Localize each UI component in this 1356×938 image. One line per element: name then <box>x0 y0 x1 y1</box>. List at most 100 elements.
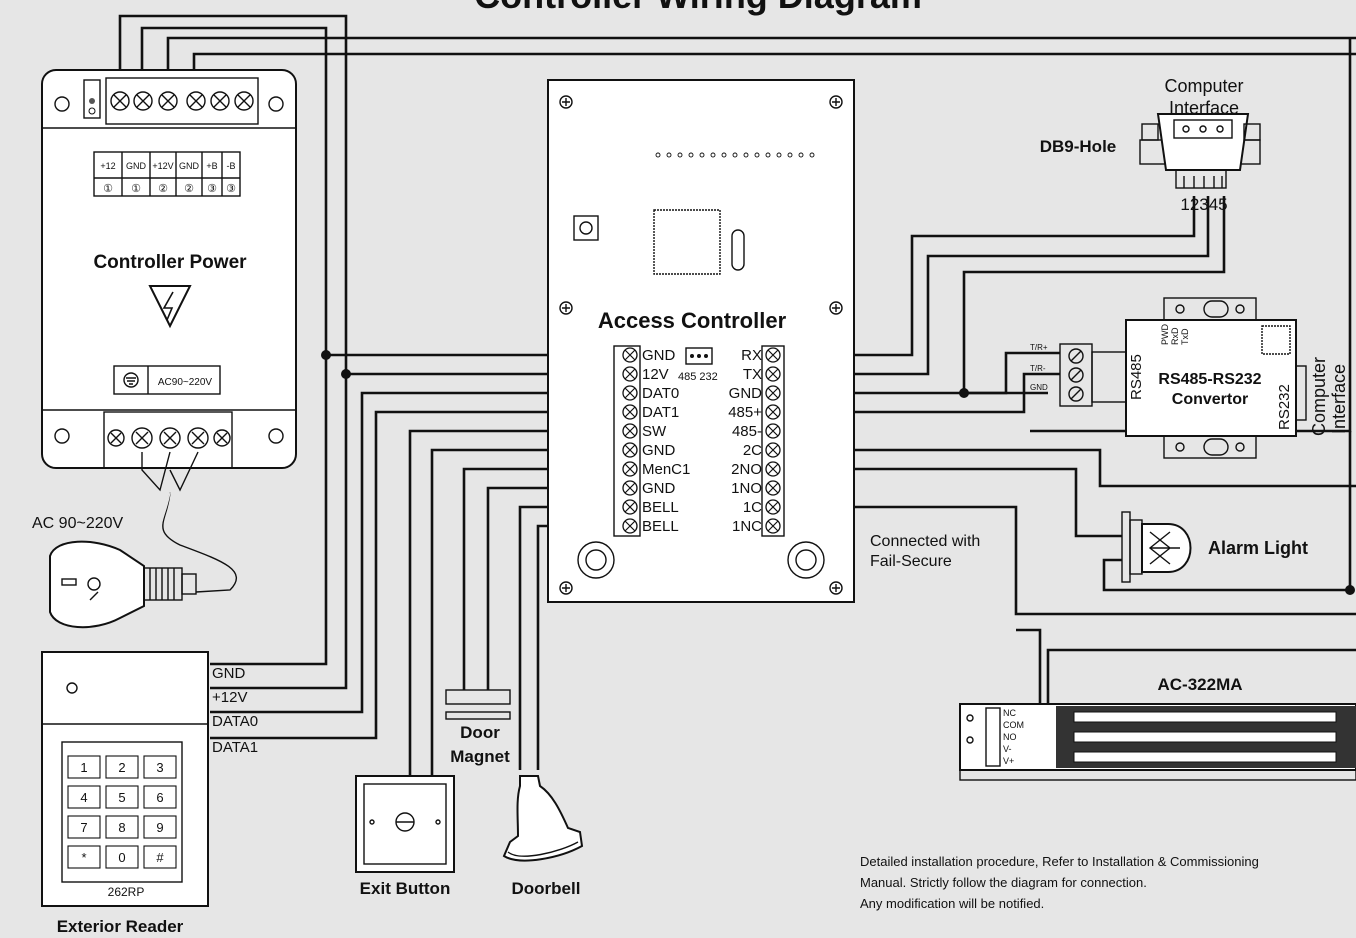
controller-right-term-label: 2C <box>743 442 762 459</box>
power-term-label: GND <box>126 161 147 171</box>
power-term-number: ② <box>158 183 168 195</box>
power-term-number: ① <box>103 183 113 195</box>
reader-model: 262RP <box>108 885 145 899</box>
led-dot <box>699 152 705 158</box>
reader-label: Exterior Reader <box>57 917 184 936</box>
keypad-key-label: 0 <box>118 850 125 865</box>
convertor-computer-label: Computer <box>1309 357 1329 436</box>
door-magnet-line2: Magnet <box>450 747 510 766</box>
reader-wire-label: +12V <box>212 689 247 706</box>
doorbell-label: Doorbell <box>512 879 581 898</box>
lock-pin-label: NC <box>1003 708 1016 718</box>
reset-button <box>573 215 599 241</box>
convertor-line2: Convertor <box>1172 391 1248 408</box>
keypad-key <box>105 845 139 869</box>
power-term-label: -B <box>227 161 236 171</box>
led-rxd: RxD <box>1170 327 1180 345</box>
reader-wire-label: GND <box>212 665 246 682</box>
note-line1: Detailed installation procedure, Refer t… <box>860 854 1259 869</box>
pin-tr-plus: T/R+ <box>1030 343 1048 352</box>
keypad-key <box>143 845 177 869</box>
keypad-key <box>67 785 101 809</box>
controller-right-term-label: TX <box>743 366 762 383</box>
ground-icon <box>123 372 139 388</box>
keypad-key-label: # <box>156 850 164 865</box>
db9-pins: 12345 <box>1180 195 1227 214</box>
lock-model: AC-322MA <box>1157 675 1242 694</box>
keypad-key-label: 9 <box>156 820 163 835</box>
keypad-key-label: 1 <box>80 760 87 775</box>
installation-note: Detailed installation procedure, Refer t… <box>860 854 1259 911</box>
controller-left-term-label: 12V <box>642 366 669 383</box>
keypad-key-label: 4 <box>80 790 87 805</box>
power-term-label: GND <box>179 161 200 171</box>
note-line2: Manual. Strictly follow the diagram for … <box>860 875 1147 890</box>
db9-label: DB9-Hole <box>1040 137 1117 156</box>
db9-connector: Computer Interface DB9-Hole 12345 <box>1040 76 1261 214</box>
keypad-key-label: 3 <box>156 760 163 775</box>
led-pwd: PWD <box>1160 324 1170 345</box>
controller-right-term-label: 1NO <box>731 480 762 497</box>
power-label: Controller Power <box>93 252 247 273</box>
lock-pin-label: COM <box>1003 720 1024 730</box>
power-term-number: ② <box>184 183 194 195</box>
keypad-key <box>105 785 139 809</box>
door-magnet-line1: Door <box>460 723 500 742</box>
convertor-line1: RS485-RS232 <box>1158 371 1261 388</box>
lock-pin-label: V+ <box>1003 756 1014 766</box>
lock-pin-label: NO <box>1003 732 1017 742</box>
keypad-key <box>143 815 177 839</box>
door-magnet: Door Magnet <box>445 689 511 766</box>
keypad-key-label: 8 <box>118 820 125 835</box>
led-dot <box>655 152 661 158</box>
led-dot <box>710 152 716 158</box>
lock-pin-label: V- <box>1003 744 1012 754</box>
led-dot <box>754 152 760 158</box>
led-dot <box>743 152 749 158</box>
rs232-label: RS232 <box>1276 384 1293 430</box>
convertor-interface-label: Interface <box>1329 364 1349 434</box>
led-dot <box>721 152 727 158</box>
cpu-chip <box>653 209 721 275</box>
power-term-label: +12 <box>100 161 115 171</box>
magnetic-lock: AC-322MA NC COM NO V- V+ <box>959 675 1356 781</box>
keypad-key <box>143 755 177 779</box>
controller-left-term-label: GND <box>642 442 676 459</box>
controller-right-term-label: 1NC <box>732 518 762 535</box>
rs485-label: RS485 <box>1128 354 1145 400</box>
controller-right-term-label: 2NO <box>731 461 762 478</box>
keypad-key-label: 5 <box>118 790 125 805</box>
reader-wire-label: DATA0 <box>212 713 258 730</box>
controller-right-term-label: 485- <box>732 423 762 440</box>
exit-button-label: Exit Button <box>360 879 451 898</box>
db9-computer-label: Computer <box>1164 76 1243 96</box>
led-dot <box>798 152 804 158</box>
keypad-key-label: 6 <box>156 790 163 805</box>
jumper <box>685 347 713 365</box>
mounting-screws <box>559 95 843 595</box>
keypad-key-label: 2 <box>118 760 125 775</box>
led-dot <box>765 152 771 158</box>
controller-right-term-label: 1C <box>743 499 762 516</box>
lock-pin-labels: NC COM NO V- V+ <box>1003 708 1024 766</box>
controller-right-term-label: RX <box>741 347 762 364</box>
led-dot <box>809 152 815 158</box>
access-controller: Access Controller 485 232 GND12VDAT0DAT1… <box>547 79 855 603</box>
keypad-key <box>105 755 139 779</box>
exit-button: Exit Button <box>355 775 455 898</box>
note-line3: Any modification will be notified. <box>860 896 1044 911</box>
keypad-key <box>143 785 177 809</box>
power-top-terminals <box>110 91 254 111</box>
keypad-key <box>105 815 139 839</box>
jumper-label: 485 232 <box>678 371 718 383</box>
keypad-key <box>67 845 101 869</box>
led-dot <box>688 152 694 158</box>
led-row <box>655 152 815 158</box>
pin-tr-minus: T/R- <box>1030 364 1046 373</box>
pin-gnd: GND <box>1030 383 1048 392</box>
